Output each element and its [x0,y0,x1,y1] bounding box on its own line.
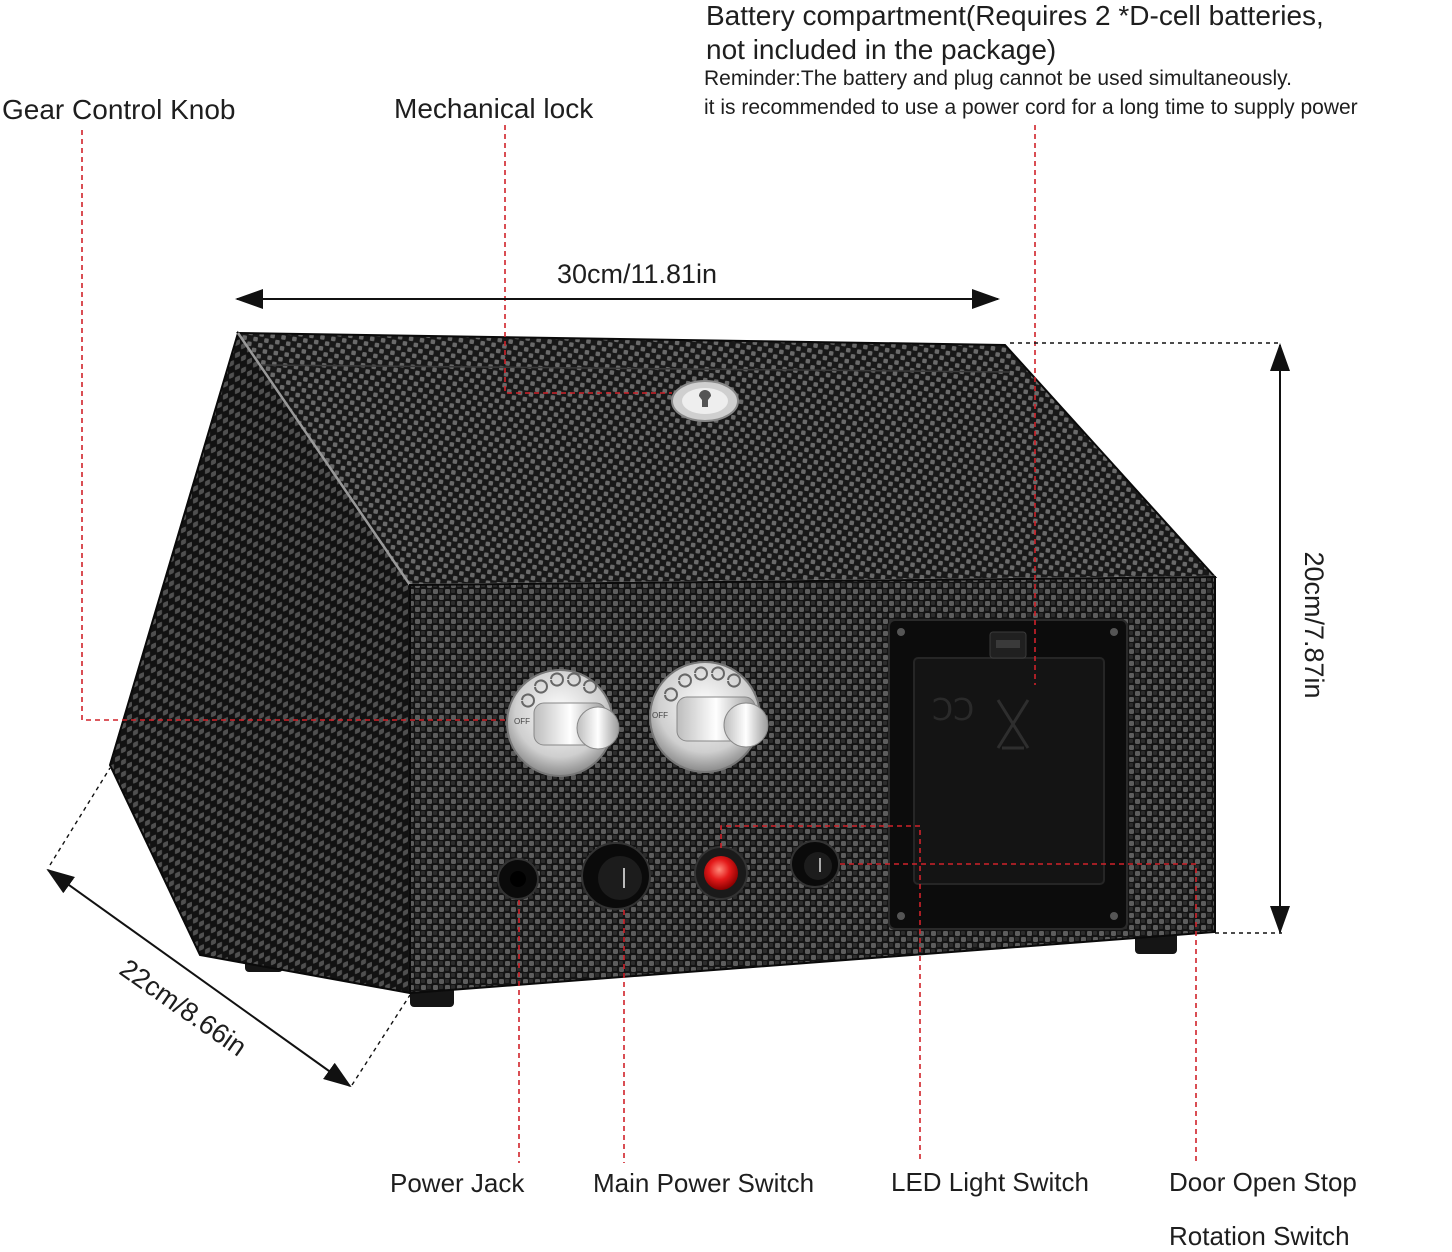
power-jack-icon [497,858,539,900]
main-power-switch-label: Main Power Switch [593,1168,815,1198]
dimension-lines [46,289,1290,1088]
leader-led-switch [720,825,921,1163]
mechanical-lock-icon [671,380,739,422]
leader-gear-knob [81,130,505,721]
door-stop-label-line1: Door Open Stop [1169,1167,1357,1197]
reminder-line2: it is recommended to use a power cord fo… [704,96,1358,119]
svg-text:OFF: OFF [514,717,530,726]
led-light-switch-icon [694,846,748,900]
door-open-stop-rotation-switch-icon [790,840,840,888]
battery-label-line1: Battery compartment(Requires 2 *D-cell b… [706,0,1324,31]
dimension-height-label: 20cm/7.87in [1299,551,1329,698]
dimension-width-label: 30cm/11.81in [557,259,717,289]
battery-compartment: ƆƆ [888,619,1128,930]
gear-control-knob-right-icon: OFF [649,661,769,773]
reminder-line1: Reminder:The battery and plug cannot be … [704,67,1292,90]
power-jack-label: Power Jack [390,1168,525,1198]
leader-mech-lock [504,125,672,394]
led-light-switch-label: LED Light Switch [891,1167,1089,1197]
leader-door-stop [840,863,1197,1163]
leader-lines [81,125,1197,1163]
main-power-switch-icon [581,842,651,910]
battery-label-line2: not included in the package) [706,34,1057,65]
svg-text:OFF: OFF [652,711,668,720]
gear-control-knob-left-icon: OFF [506,669,620,777]
gear-knob-label: Gear Control Knob [2,94,236,125]
dimension-depth-label: 22cm/8.66in [114,953,252,1062]
svg-text:ƆƆ: ƆƆ [932,693,974,728]
mech-lock-label: Mechanical lock [394,93,594,124]
door-stop-label-line2: Rotation Switch [1169,1221,1350,1251]
